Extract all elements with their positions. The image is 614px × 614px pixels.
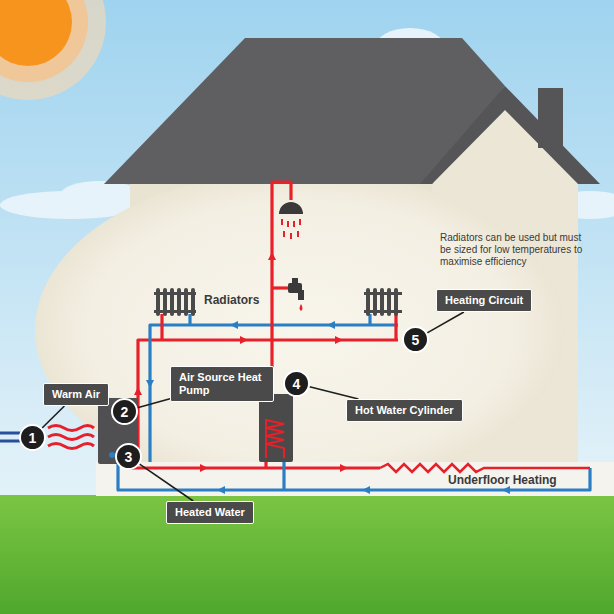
gable-roof [420,86,600,184]
label-text: 3 [125,449,133,465]
radiator-left [154,288,196,316]
label-box: Heating Circuit [436,289,532,312]
part-label: Radiators [204,293,259,307]
grass [0,495,614,614]
label-text: Heated Water [175,506,245,519]
incoming-air [0,426,94,449]
floor-band [96,462,614,496]
leader-line [42,406,64,428]
leader-line [137,399,170,408]
label-box: Hot Water Cylinder [346,399,463,422]
wall-glow [35,170,565,490]
callout-number: 3 [115,443,142,470]
leader-line [310,387,359,399]
label-text: 4 [293,376,301,392]
label-box: Warm Air [43,383,109,406]
label-text: Hot Water Cylinder [355,404,454,417]
label-text: 5 [412,332,420,348]
label-text: Air Source Heat Pump [179,371,265,397]
label-box: Heated Water [166,501,254,524]
part-label: Underfloor Heating [448,473,557,487]
radiator-right [364,288,402,316]
tap [288,278,304,311]
note-text: Radiators can be used but must be sized … [440,232,592,268]
leader-line [140,464,194,501]
leader-line [427,312,464,333]
underfloor-coil [380,464,590,472]
callout-number: 4 [283,370,310,397]
hot-water-cylinder [259,394,293,462]
label-text: Warm Air [52,388,100,401]
callout-number: 5 [402,326,429,353]
label-text: 2 [121,404,129,420]
shower [279,202,303,239]
label-text: 1 [29,430,37,446]
callout-number: 1 [19,424,46,451]
label-text: Heating Circuit [445,294,523,307]
sun [0,0,106,100]
label-box: Air Source Heat Pump [170,366,274,402]
pipework [118,182,590,490]
callout-number: 2 [111,398,138,425]
